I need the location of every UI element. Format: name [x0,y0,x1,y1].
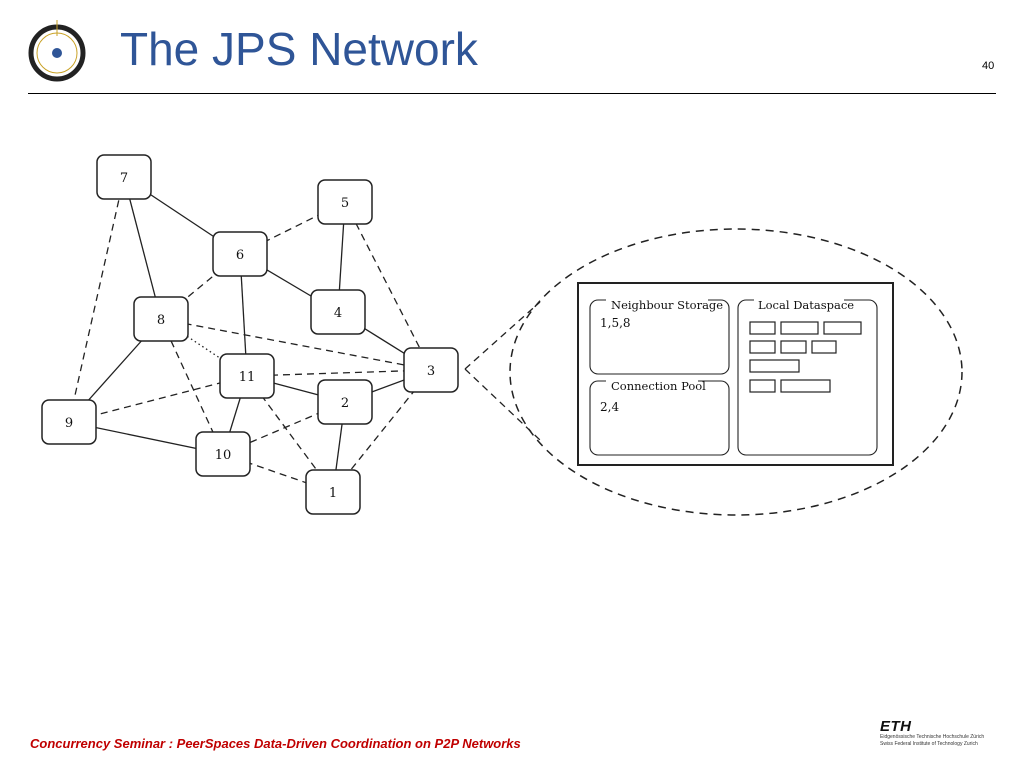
edge-11-3 [246,369,432,377]
seminar-logo [28,20,86,82]
tuple-block [823,321,862,335]
tuple-block [811,340,837,354]
node-label-11: 11 [239,370,256,385]
node-6 [212,231,268,277]
edge-5-3 [344,201,432,371]
eth-subtitle-de: Eidgenössische Technische Hochschule Zür… [880,734,985,740]
node-11 [219,353,275,399]
zoom-connector-bottom [464,368,541,441]
connection-pool-title: Connection Pool [611,379,706,393]
node-5 [317,179,373,225]
node-label-3: 3 [427,364,435,379]
local-dataspace-title: Local Dataspace [758,298,854,312]
node-label-2: 2 [341,396,349,411]
node-label-6: 6 [236,248,244,263]
dataspace-tuples [749,321,862,393]
footer-text: Concurrency Seminar : PeerSpaces Data-Dr… [30,736,521,751]
tuple-block [749,359,800,373]
node-label-4: 4 [334,306,342,321]
neighbour-storage-title: Neighbour Storage [611,298,723,312]
eth-wordmark: ETH [880,718,912,735]
edge-7-9 [68,176,125,423]
zoom-connector-top [464,301,541,370]
tuple-block [749,340,776,354]
node-8 [133,296,189,342]
node-1 [305,469,361,515]
node-10 [195,431,251,477]
network-nodes: 7 5 6 8 4 11 3 2 9 10 1 [41,154,459,515]
connection-pool-value: 2,4 [600,400,619,414]
edge-8-3 [160,318,432,371]
eth-logo: ETH Eidgenössische Technische Hochschule… [880,719,1000,753]
slide-title: The JPS Network [120,23,478,75]
node-label-9: 9 [65,416,73,431]
page-number: 40 [982,60,995,72]
node-2 [317,379,373,425]
node-7 [96,154,152,200]
node-3 [403,347,459,393]
edge-11-9 [68,375,248,423]
node-9 [41,399,97,445]
title-divider [28,93,996,94]
node-label-7: 7 [120,171,128,186]
node-label-5: 5 [341,196,349,211]
eth-subtitle-en: Swiss Federal Institute of Technology Zu… [880,741,978,747]
tuple-block [780,321,819,335]
tuple-block [749,379,776,393]
node-label-8: 8 [157,313,165,328]
tuple-block [780,340,807,354]
tuple-block [749,321,776,335]
node-4 [310,289,366,335]
zoom-ellipse [509,228,963,516]
tuple-block [780,379,831,393]
edge-7-8 [123,176,162,320]
node-label-1: 1 [329,486,337,501]
neighbour-storage-value: 1,5,8 [600,316,631,330]
node-label-10: 10 [215,448,232,463]
